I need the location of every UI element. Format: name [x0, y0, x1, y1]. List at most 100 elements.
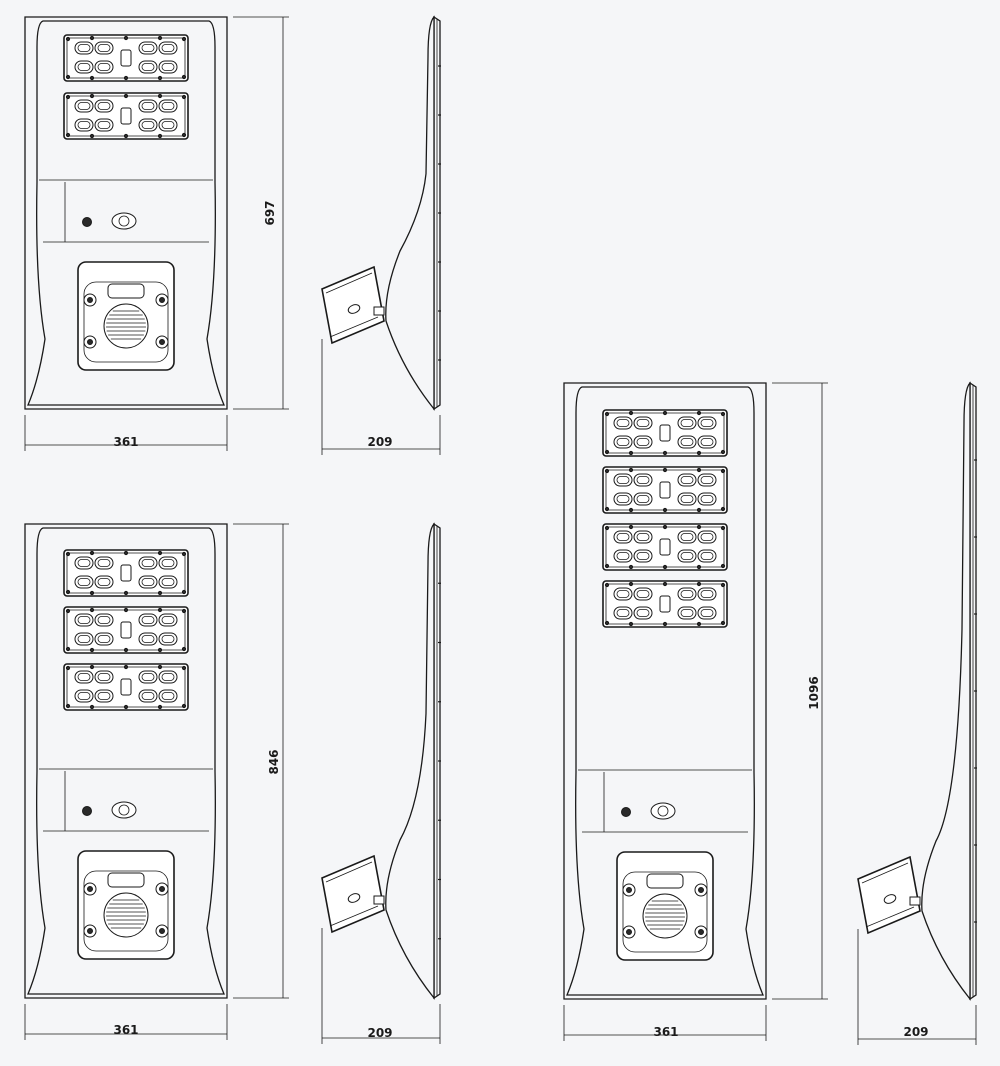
side-bracket-nut: [373, 895, 385, 905]
mount-bracket-inner: [622, 871, 708, 953]
led-lens-core: [680, 419, 694, 427]
screw: [720, 449, 726, 455]
screw: [720, 582, 726, 588]
screw: [89, 133, 95, 139]
bracket-bolt-center: [626, 887, 632, 893]
mount-clip: [107, 283, 145, 299]
screw: [696, 581, 702, 587]
screw: [720, 506, 726, 512]
led-lens-core: [636, 533, 650, 541]
led-lens-core: [141, 692, 155, 700]
screw: [181, 589, 187, 595]
screw: [628, 564, 634, 570]
led-lens-core: [616, 590, 630, 598]
screw: [65, 608, 71, 614]
led-lens-core: [636, 438, 650, 446]
led-lens-core: [680, 590, 694, 598]
led-lens-core: [700, 552, 714, 560]
screw: [123, 590, 129, 596]
screw: [89, 590, 95, 596]
screw: [696, 450, 702, 456]
led-lens-core: [141, 616, 155, 624]
side-bracket-line-low: [865, 906, 915, 928]
screw: [123, 550, 129, 556]
led-lens-core: [77, 63, 91, 71]
power-switch-icon: [111, 801, 137, 819]
led-lens-core: [161, 559, 175, 567]
screw: [662, 581, 668, 587]
screw: [89, 664, 95, 670]
led-lens-core: [700, 590, 714, 598]
screw: [157, 133, 163, 139]
led-lens-core: [161, 102, 175, 110]
screw: [662, 564, 668, 570]
bracket-bolt-center: [159, 928, 165, 934]
led-lens-core: [97, 578, 111, 586]
led-lens-core: [161, 121, 175, 129]
module-connector: [659, 424, 671, 442]
screw: [604, 506, 610, 512]
side-bracket-line: [861, 862, 909, 884]
screw: [604, 582, 610, 588]
module-connector: [659, 481, 671, 499]
side-view-model-c: 209: [857, 381, 977, 1045]
led-lens-core: [97, 102, 111, 110]
side-profile: [921, 381, 971, 1001]
mount-clip: [107, 872, 145, 888]
led-lens-core: [77, 692, 91, 700]
screw: [89, 75, 95, 81]
mount-bracket-inner: [83, 281, 169, 363]
screw: [181, 646, 187, 652]
side-bracket-line-low: [329, 905, 379, 927]
led-lens-core: [680, 552, 694, 560]
led-lens-core: [161, 63, 175, 71]
power-switch-core: [118, 804, 130, 816]
led-lens-core: [141, 578, 155, 586]
led-lens-core: [141, 121, 155, 129]
bracket-bolt-center: [698, 929, 704, 935]
depth-label-model-a: 209: [367, 435, 392, 449]
screw: [65, 703, 71, 709]
led-lens-core: [616, 533, 630, 541]
light-sensor-icon: [621, 807, 631, 817]
screw: [157, 75, 163, 81]
power-switch-core: [657, 805, 669, 817]
screw: [604, 449, 610, 455]
led-lens-core: [616, 609, 630, 617]
screw: [65, 74, 71, 80]
bracket-bolt-center: [87, 297, 93, 303]
screw: [628, 524, 634, 530]
front-view-model-a: 361 697: [24, 16, 289, 451]
led-lens-core: [700, 438, 714, 446]
led-lens-core: [141, 559, 155, 567]
bracket-bolt-center: [159, 297, 165, 303]
height-label-model-a: 697: [263, 200, 277, 225]
screw: [604, 468, 610, 474]
side-bracket-nut: [909, 896, 921, 906]
width-label-model-c: 361: [653, 1025, 678, 1039]
screw: [123, 607, 129, 613]
screw: [720, 411, 726, 417]
led-lens-core: [161, 673, 175, 681]
screw: [123, 133, 129, 139]
screw: [662, 524, 668, 530]
led-lens-core: [700, 419, 714, 427]
light-sensor-icon: [82, 217, 92, 227]
bracket-bolt-center: [159, 886, 165, 892]
module-connector: [659, 595, 671, 613]
screw: [123, 647, 129, 653]
module-connector: [120, 678, 132, 696]
screw: [720, 468, 726, 474]
front-view-model-b: 361 846: [24, 523, 289, 1040]
side-bracket-bolt: [883, 894, 897, 904]
bracket-bolt-center: [87, 339, 93, 345]
screw: [628, 621, 634, 627]
screw: [181, 551, 187, 557]
screw: [123, 704, 129, 710]
led-lens-core: [141, 44, 155, 52]
module-connector: [120, 621, 132, 639]
screw: [720, 563, 726, 569]
screw: [65, 589, 71, 595]
side-bracket-nut: [373, 306, 385, 316]
